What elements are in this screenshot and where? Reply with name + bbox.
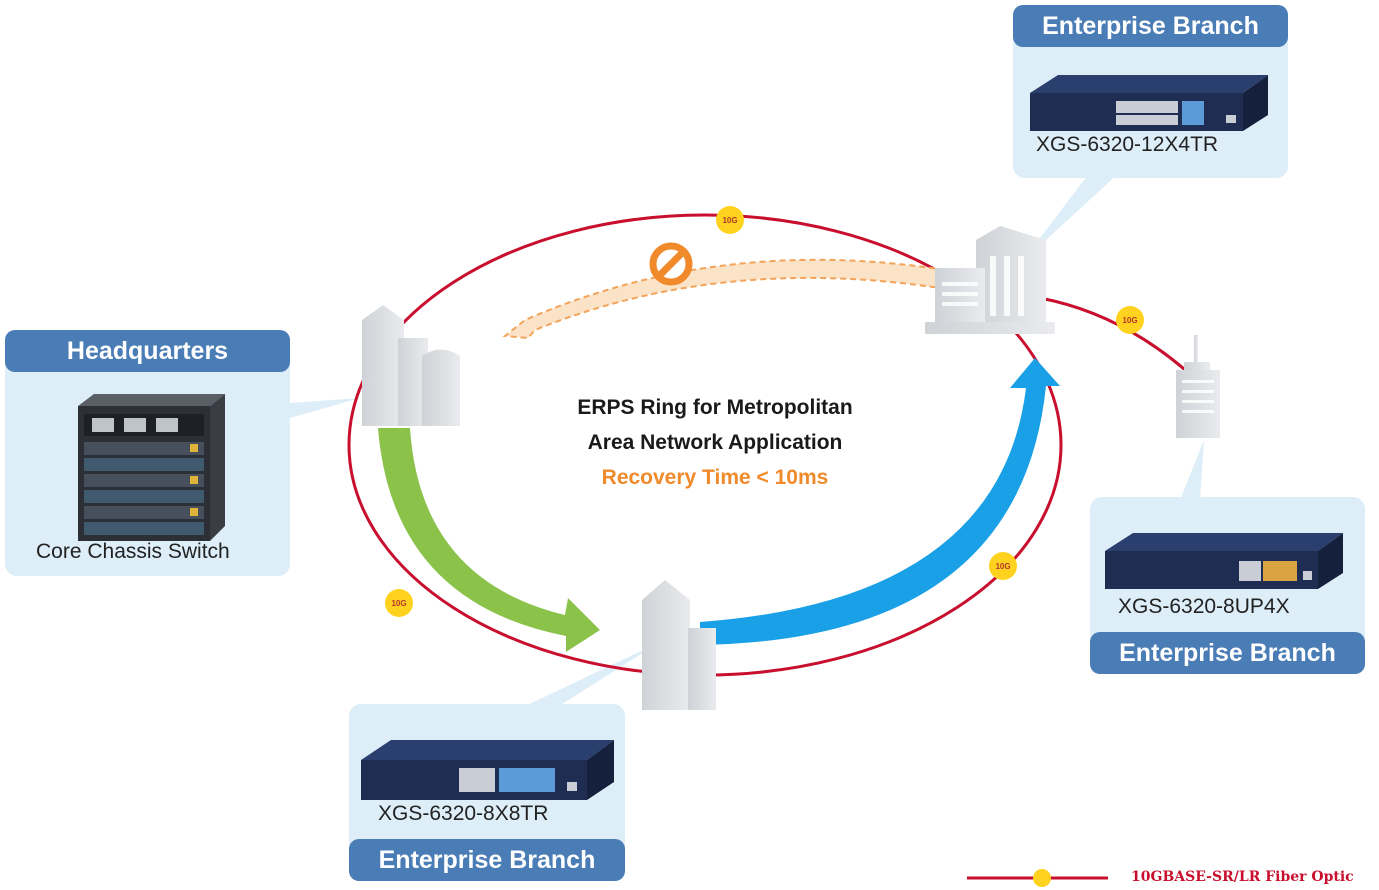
blocked-path-arrow [502, 258, 947, 340]
hq-header: Headquarters [5, 330, 290, 372]
legend-label: 10GBASE-SR/LR Fiber Optic [1131, 869, 1354, 885]
legend-badge [1033, 869, 1051, 887]
blocked-icon [649, 242, 693, 286]
svg-text:10G: 10G [391, 599, 406, 608]
hq-building-icon [362, 305, 460, 426]
svg-text:10G: 10G [995, 562, 1010, 571]
xgs-6320-8up4x-image [1105, 533, 1343, 589]
branch-bottom-header: Enterprise Branch [349, 839, 625, 881]
branch-right-device-label: XGS-6320-8UP4X [1118, 595, 1290, 618]
svg-text:10G: 10G [722, 216, 737, 225]
xgs-6320-12x4tr-image [1030, 75, 1268, 131]
branch-right-card: XGS-6320-8UP4X Enterprise Branch [1090, 497, 1365, 674]
ring-title-line-2: Area Network Application [587, 431, 843, 454]
branch-top-header: Enterprise Branch [1013, 5, 1288, 47]
branch-top-building-icon [925, 226, 1055, 334]
branch-bottom-device-label: XGS-6320-8X8TR [378, 802, 549, 825]
branch-bottom-callout-pointer [500, 642, 660, 718]
branch-right-header: Enterprise Branch [1090, 632, 1365, 674]
link-badge: 10G [385, 589, 413, 617]
branch-right-callout-pointer [1180, 440, 1204, 500]
ring-title: ERPS Ring for Metropolitan Area Network … [500, 390, 930, 495]
branch-top-device-label: XGS-6320-12X4TR [1036, 133, 1219, 156]
recovery-time-text: Recovery Time < 10ms [601, 466, 829, 489]
blue-arrow [700, 358, 1060, 645]
branch-top-callout-pointer [1022, 172, 1120, 262]
branch-bottom-building-icon [642, 580, 716, 710]
hq-device-label: Core Chassis Switch [36, 540, 230, 563]
link-badge: 10G [1116, 306, 1144, 334]
branch-bottom-card: XGS-6320-8X8TR Enterprise Branch [349, 704, 625, 881]
hq-callout-pointer [290, 398, 360, 418]
ring-title-line-1: ERPS Ring for Metropolitan [577, 396, 853, 419]
branch-right-building-icon [1176, 335, 1220, 438]
core-chassis-switch-image [78, 394, 225, 541]
link-badge: 10G [716, 206, 744, 234]
svg-text:10G: 10G [1122, 316, 1137, 325]
hq-card: Headquarters Core Chassis Switch [5, 330, 290, 576]
branch-top-card: Enterprise Branch XGS-6320-12X4TR [1013, 5, 1288, 178]
xgs-6320-8x8tr-image [361, 740, 614, 800]
green-arrow [378, 428, 600, 652]
link-badge: 10G [989, 552, 1017, 580]
